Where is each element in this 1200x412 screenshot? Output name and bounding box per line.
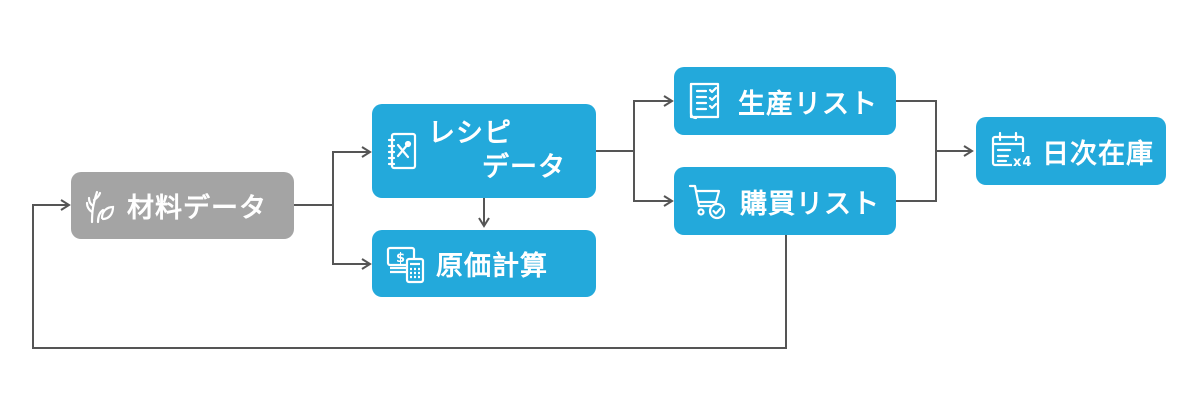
node-production-label: 生産リスト <box>738 88 878 120</box>
money-calculator-icon: $ <box>386 244 426 284</box>
edge-materials-recipe <box>294 146 372 206</box>
checklist-document-icon <box>688 81 726 121</box>
edge-purchase-inventory <box>896 151 937 202</box>
shopping-cart-check-icon <box>688 181 728 221</box>
node-inventory[interactable]: x4 日次在庫 <box>976 117 1166 185</box>
node-inventory-label: 日次在庫 <box>1042 138 1154 170</box>
node-purchase-label: 購買リスト <box>740 188 880 220</box>
calendar-x4-icon: x4 <box>990 131 1032 171</box>
node-production[interactable]: 生産リスト <box>674 67 896 135</box>
node-recipe-label-line2: データ <box>482 152 566 183</box>
node-materials-label: 材料データ <box>127 193 267 224</box>
edge-materials-cost <box>332 205 372 270</box>
node-cost[interactable]: $ 原価計算 <box>372 230 596 297</box>
edge-production-inventory <box>896 100 974 157</box>
node-materials[interactable]: 材料データ <box>71 172 294 239</box>
node-purchase[interactable]: 購買リスト <box>674 167 896 235</box>
node-recipe-label-line1: レシピ <box>428 118 512 149</box>
svg-text:x4: x4 <box>1013 155 1032 170</box>
node-cost-label: 原価計算 <box>436 251 548 282</box>
svg-text:$: $ <box>396 251 406 266</box>
recipe-book-icon <box>386 131 418 171</box>
node-recipe[interactable]: レシピ データ <box>372 104 596 198</box>
wheat-leaf-icon <box>83 188 115 224</box>
edge-recipe-production <box>596 95 674 152</box>
edge-purchase-materials-loop <box>32 199 787 349</box>
edge-recipe-purchase <box>633 151 674 207</box>
